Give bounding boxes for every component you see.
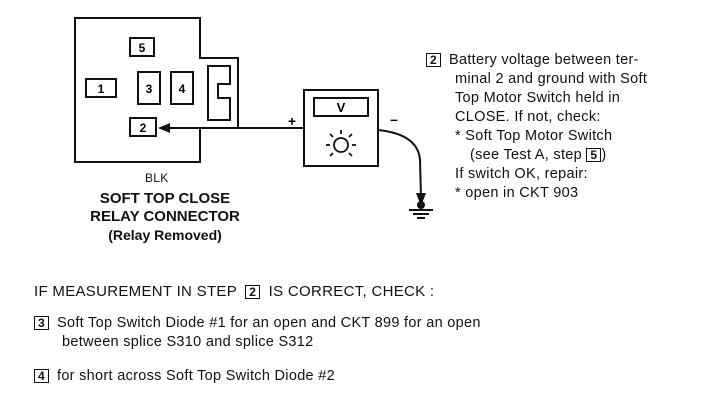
step3-line-1: 3 Soft Top Switch Diode #1 for an open an…	[34, 315, 481, 332]
step2-number: 2	[426, 53, 441, 67]
step3-text-1: Soft Top Switch Diode #1 for an open and…	[56, 315, 481, 331]
terminal-5-box	[129, 37, 155, 57]
terminal-2-box	[129, 117, 157, 137]
connector-title-line1: SOFT TOP CLOSE	[99, 190, 231, 207]
ground-icon	[409, 209, 433, 219]
step2-line-5: * Soft Top Motor Switch	[455, 128, 613, 144]
footer-heading-post: IS CORRECT, CHECK :	[268, 283, 435, 300]
lamp-icon	[326, 130, 356, 157]
terminal-4-label: 4	[179, 82, 186, 96]
footer-heading-step-number: 2	[245, 285, 261, 299]
terminal-3-box	[137, 71, 161, 105]
terminal-2-label: 2	[140, 121, 147, 135]
step2-line-1: 2 Battery voltage between ter-	[426, 52, 639, 69]
negative-probe-lead	[377, 129, 422, 199]
step2-text-1: Battery voltage between ter-	[448, 52, 639, 68]
step2-line-7: If switch OK, repair:	[455, 166, 588, 182]
step4-number: 4	[34, 369, 49, 383]
step2-line-8: * open in CKT 903	[455, 185, 579, 201]
probe-arrowhead	[158, 123, 170, 133]
step2-line-3: Top Motor Switch held in	[455, 90, 621, 106]
terminal-3-label: 3	[146, 82, 153, 96]
footer-heading-pre: IF MEASUREMENT IN STEP	[34, 283, 237, 300]
step4-text-1: for short across Soft Top Switch Diode #…	[56, 368, 335, 384]
connector-latch	[207, 65, 231, 121]
ground-contact	[417, 201, 425, 209]
terminal-1-label: 1	[98, 82, 105, 96]
meter-plus-label: +	[288, 113, 296, 129]
step2-see-close: )	[601, 147, 607, 163]
step2-line-2: minal 2 and ground with Soft	[455, 71, 648, 87]
step4-line-1: 4 for short across Soft Top Switch Diode …	[34, 368, 335, 385]
voltmeter-body	[303, 89, 379, 167]
step3-line-2: between splice S310 and splice S312	[62, 334, 314, 350]
connector-title-line2: RELAY CONNECTOR	[90, 208, 240, 225]
footer-heading: IF MEASUREMENT IN STEP 2 IS CORRECT, CHE…	[34, 283, 434, 300]
meter-minus-label: –	[390, 111, 398, 127]
voltmeter-display	[313, 97, 369, 117]
wire-color-label: BLK	[145, 171, 169, 185]
terminal-4-box	[170, 71, 194, 105]
step3-number: 3	[34, 316, 49, 330]
ground-probe-arrowhead	[416, 193, 426, 206]
step2-see-test: (see Test A, step	[470, 147, 583, 163]
step2-see-step-number: 5	[586, 148, 602, 162]
step2-line-4: CLOSE. If not, check:	[455, 109, 601, 125]
step2-line-6: (see Test A, step 5)	[470, 147, 607, 164]
terminal-1-box	[85, 78, 117, 98]
voltmeter-display-label: V	[337, 100, 346, 115]
connector-subtitle: (Relay Removed)	[108, 227, 222, 243]
terminal-5-label: 5	[139, 41, 146, 55]
